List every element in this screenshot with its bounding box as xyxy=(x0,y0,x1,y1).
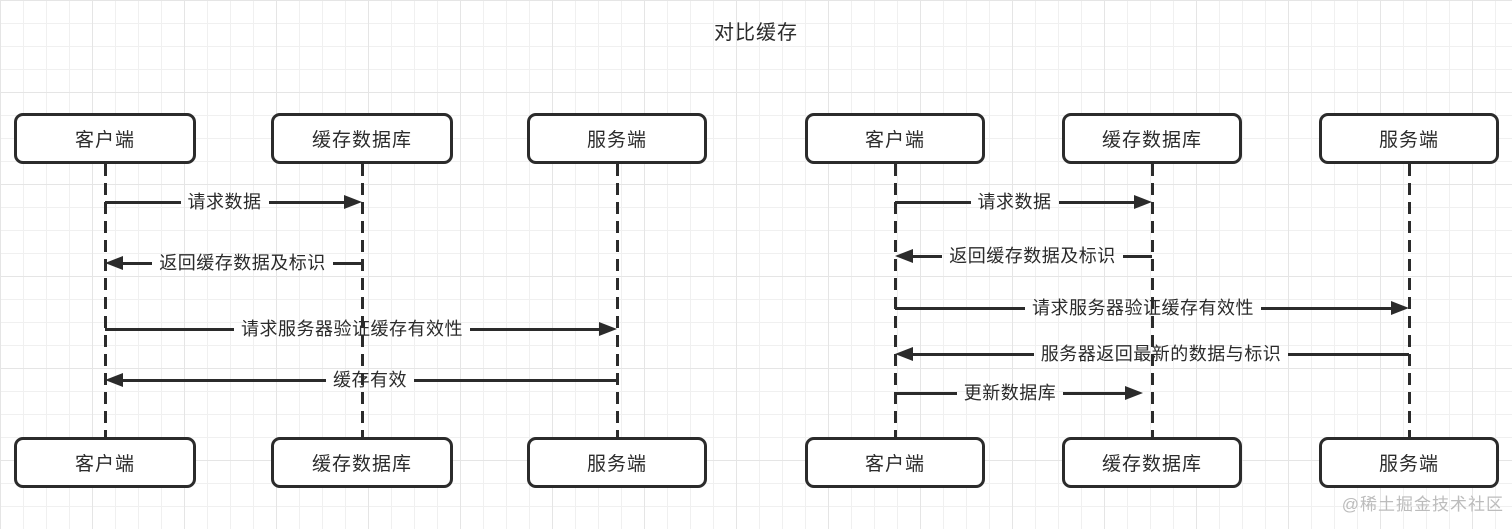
arrowhead-right-icon xyxy=(599,322,617,336)
message-line xyxy=(913,254,943,258)
participant-label: 缓存数据库 xyxy=(1101,130,1202,151)
message-label: 请求服务器验证缓存有效性 xyxy=(241,319,463,339)
participant-box-right-cache-db-bottom: 缓存数据库 xyxy=(1062,437,1242,488)
participant-label: 客户端 xyxy=(864,130,925,151)
message-line xyxy=(1058,200,1134,204)
message-arrow-validate-cache: 请求服务器验证缓存有效性 xyxy=(105,317,617,341)
participant-label: 客户端 xyxy=(864,454,925,475)
lifeline-left-server xyxy=(615,164,619,437)
participant-box-right-client-top: 客户端 xyxy=(805,113,985,164)
message-line xyxy=(1288,352,1409,356)
lifeline-right-server xyxy=(1407,164,1411,437)
message-line xyxy=(913,352,1034,356)
message-line xyxy=(895,391,957,395)
arrowhead-right-icon xyxy=(1391,301,1409,315)
watermark: @稀土掘金技术社区 xyxy=(1341,495,1504,514)
participant-label: 客户端 xyxy=(74,130,135,151)
participant-box-left-server-bottom: 服务端 xyxy=(527,437,707,488)
message-arrow-request-data: 请求数据 xyxy=(105,190,362,214)
participant-box-left-cache-db-bottom: 缓存数据库 xyxy=(271,437,453,488)
message-arrow-update-database: 更新数据库 xyxy=(895,381,1143,405)
message-label: 请求数据 xyxy=(187,192,262,212)
message-label: 请求数据 xyxy=(977,192,1052,212)
message-label: 返回缓存数据及标识 xyxy=(949,246,1116,266)
participant-box-right-server-top: 服务端 xyxy=(1319,113,1499,164)
participant-label: 缓存数据库 xyxy=(1101,454,1202,475)
message-label: 服务器返回最新的数据与标识 xyxy=(1040,344,1282,364)
message-line xyxy=(414,378,617,382)
message-arrow-request-data: 请求数据 xyxy=(895,190,1152,214)
participant-box-right-server-bottom: 服务端 xyxy=(1319,437,1499,488)
message-arrow-cache-valid: 缓存有效 xyxy=(105,368,617,392)
message-label: 返回缓存数据及标识 xyxy=(159,253,326,273)
participant-box-right-cache-db-top: 缓存数据库 xyxy=(1062,113,1242,164)
participant-label: 缓存数据库 xyxy=(311,454,412,475)
message-line xyxy=(105,327,234,331)
participant-box-right-client-bottom: 客户端 xyxy=(805,437,985,488)
message-line xyxy=(1122,254,1152,258)
participant-label: 服务端 xyxy=(586,130,647,151)
participant-box-left-cache-db-top: 缓存数据库 xyxy=(271,113,453,164)
participant-label: 服务端 xyxy=(1378,454,1439,475)
lifeline-left-client xyxy=(103,164,107,437)
arrowhead-right-icon xyxy=(1134,195,1152,209)
arrowhead-left-icon xyxy=(105,256,123,270)
lifeline-right-cache-db xyxy=(1150,164,1154,437)
participant-box-left-client-bottom: 客户端 xyxy=(14,437,196,488)
arrowhead-left-icon xyxy=(895,347,913,361)
message-line xyxy=(1063,391,1125,395)
participant-label: 服务端 xyxy=(586,454,647,475)
participant-box-left-client-top: 客户端 xyxy=(14,113,196,164)
participant-label: 缓存数据库 xyxy=(311,130,412,151)
arrowhead-left-icon xyxy=(105,373,123,387)
message-line xyxy=(123,378,326,382)
message-line xyxy=(470,327,599,331)
message-label: 更新数据库 xyxy=(963,383,1057,403)
message-line xyxy=(123,261,153,265)
message-arrow-server-returns-latest: 服务器返回最新的数据与标识 xyxy=(895,342,1409,366)
lifeline-left-cache-db xyxy=(360,164,364,437)
message-line xyxy=(268,200,344,204)
message-arrow-validate-cache: 请求服务器验证缓存有效性 xyxy=(895,296,1409,320)
message-arrow-return-cached-data: 返回缓存数据及标识 xyxy=(895,244,1152,268)
arrowhead-right-icon xyxy=(344,195,362,209)
message-line xyxy=(1261,306,1391,310)
participant-label: 服务端 xyxy=(1378,130,1439,151)
message-line xyxy=(332,261,362,265)
lifeline-right-client xyxy=(893,164,897,437)
participant-box-left-server-top: 服务端 xyxy=(527,113,707,164)
message-arrow-return-cached-data: 返回缓存数据及标识 xyxy=(105,251,362,275)
message-line xyxy=(895,200,971,204)
diagram-title: 对比缓存 xyxy=(714,22,798,44)
message-line xyxy=(895,306,1025,310)
participant-label: 客户端 xyxy=(74,454,135,475)
arrowhead-left-icon xyxy=(895,249,913,263)
message-label: 缓存有效 xyxy=(333,370,407,390)
arrowhead-right-icon xyxy=(1125,386,1143,400)
message-label: 请求服务器验证缓存有效性 xyxy=(1032,298,1254,318)
message-line xyxy=(105,200,181,204)
